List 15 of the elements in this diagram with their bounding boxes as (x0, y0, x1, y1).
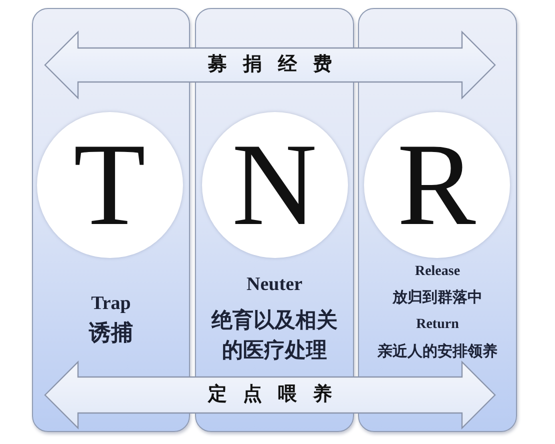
step-description: 诱捕 (88, 320, 134, 348)
step-description: 放归到群落中 (391, 287, 484, 308)
letter-circle: N (202, 112, 348, 258)
letter-circle: T (36, 112, 182, 258)
step-name: Neuter (246, 273, 304, 297)
step-description: 绝育以及相关的医疗处理 (210, 307, 338, 364)
step-name: Release (414, 263, 462, 281)
step-description: 亲近人的安排领养 (376, 341, 498, 362)
arrow-label: 定点喂养 (206, 385, 349, 404)
step-name: Return (415, 316, 460, 334)
double-arrow (45, 362, 495, 428)
letter-circle: R (364, 112, 510, 258)
arrow-label: 募捐经费 (207, 55, 349, 74)
step-name: Trap (90, 292, 132, 316)
double-arrow (45, 32, 495, 98)
